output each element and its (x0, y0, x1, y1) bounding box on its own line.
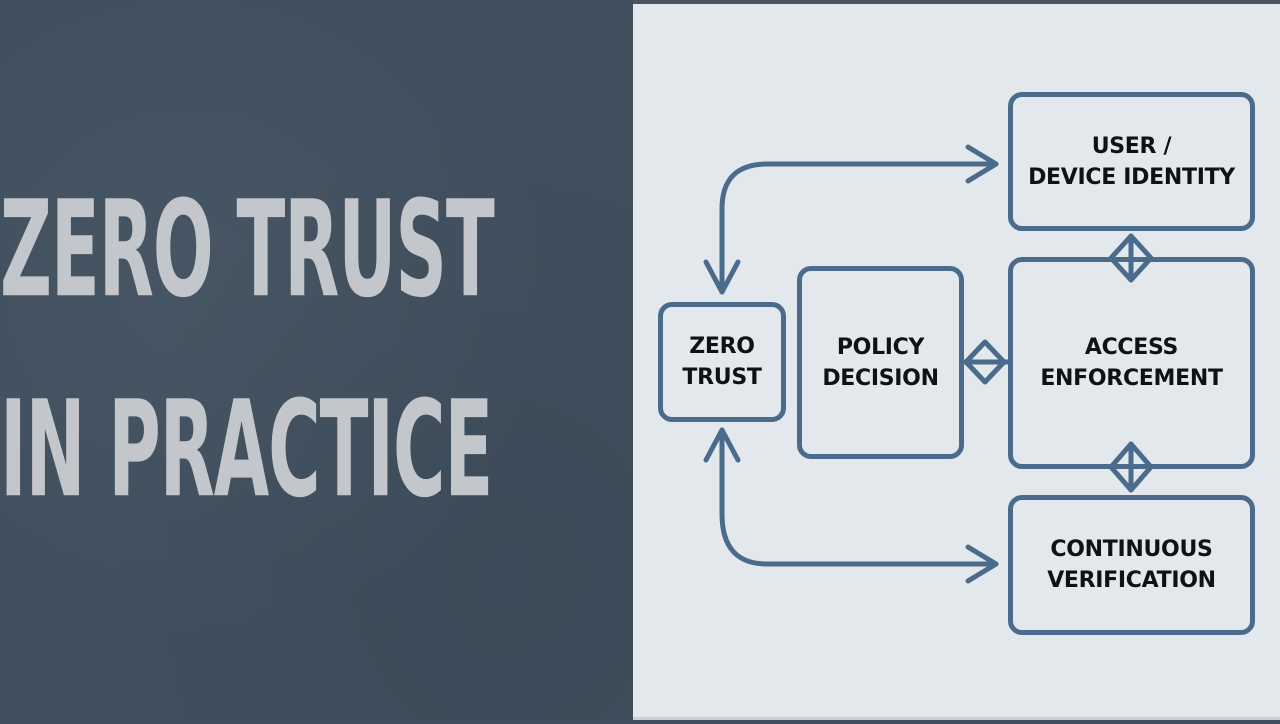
node-access-enforcement: ACCESS ENFORCEMENT (1008, 257, 1255, 469)
node-user-device-identity: USER / DEVICE IDENTITY (1008, 92, 1255, 231)
node-continuous-verification: CONTINUOUS VERIFICATION (1008, 495, 1255, 635)
title-line-1: ZERO TRUST (0, 172, 495, 328)
node-policy-decision: POLICY DECISION (797, 266, 964, 459)
arrow-zero-trust-to-identity (703, 144, 999, 295)
node-zero-trust: ZERO TRUST (658, 302, 786, 422)
arrow-zero-trust-to-verification (703, 427, 999, 584)
node-label: ZERO TRUST (682, 334, 762, 390)
node-label: CONTINUOUS VERIFICATION (1047, 537, 1216, 593)
node-label: POLICY DECISION (822, 334, 939, 391)
diamond-connector-policy-access (961, 339, 1011, 385)
node-label: USER / DEVICE IDENTITY (1028, 133, 1235, 190)
title-line-2: IN PRACTICE (0, 372, 493, 528)
node-label: ACCESS ENFORCEMENT (1040, 335, 1223, 391)
diagram-connectors (703, 144, 1154, 584)
title-panel: ZERO TRUST IN PRACTICE (0, 0, 634, 720)
diagram-panel: ZERO TRUST POLICY DECISION USER / DEVICE… (633, 0, 1280, 720)
